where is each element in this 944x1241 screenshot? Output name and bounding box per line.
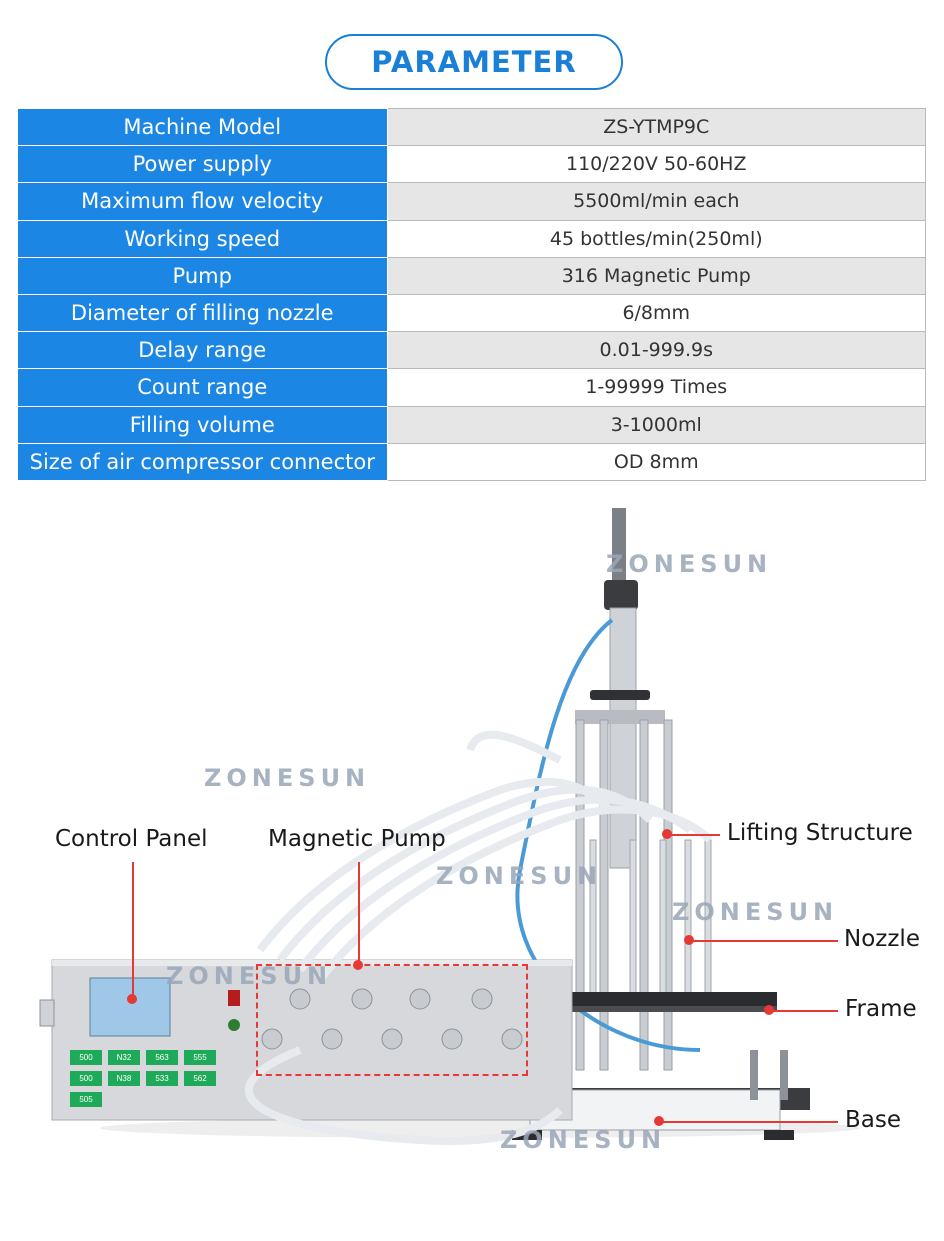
panel-display: 555 [184,1050,216,1065]
watermark: ZONESUN [436,862,603,890]
callout-base: Base [845,1107,902,1133]
param-label: Size of air compressor connector [18,442,388,481]
param-label: Count range [18,368,388,407]
callout-dot [662,829,672,839]
param-value: 5500ml/min each [386,182,926,221]
param-label: Filling volume [18,405,388,444]
callout-dot [654,1116,664,1126]
panel-display: N32 [108,1050,140,1065]
callout-lifting-structure: Lifting Structure [727,820,913,846]
param-value: 1-99999 Times [386,368,926,407]
param-label: Delay range [18,331,388,370]
panel-display: 500 [70,1071,102,1086]
watermark: ZONESUN [606,550,773,578]
pump-highlight-box [256,964,528,1076]
leader-line [132,862,134,996]
panel-display: 562 [184,1071,216,1086]
callout-control-panel: Control Panel [55,826,208,852]
panel-display: 533 [146,1071,178,1086]
callout-dot [353,960,363,970]
param-label: Working speed [18,219,388,258]
leader-line [670,834,720,836]
param-value: 110/220V 50-60HZ [386,145,926,184]
param-value: OD 8mm [386,442,926,481]
param-label: Diameter of filling nozzle [18,293,388,333]
leader-line [770,1010,838,1012]
callout-dot [684,935,694,945]
callout-dot [127,994,137,1004]
machine-photo: 500 N32 563 555 500 N38 533 562 505 ZONE… [0,490,944,1241]
callout-frame: Frame [845,996,917,1022]
leader-line [690,940,838,942]
param-label: Power supply [18,145,388,184]
param-value: 0.01-999.9s [386,331,926,370]
callout-magnetic-pump: Magnetic Pump [268,826,446,852]
param-value: ZS-YTMP9C [386,107,926,147]
page-title: PARAMETER [325,34,623,90]
panel-display: 505 [70,1092,102,1107]
param-label: Pump [18,256,388,295]
filling-machine-illustration [39,508,860,1145]
param-value: 3-1000ml [386,405,926,444]
panel-display: N38 [108,1071,140,1086]
watermark: ZONESUN [166,962,333,990]
watermark: ZONESUN [500,1126,667,1154]
panel-displays: 500 N32 563 555 500 N38 533 562 505 [70,1050,230,1107]
callout-dot [764,1005,774,1015]
panel-display: 500 [70,1050,102,1065]
param-value: 6/8mm [386,293,926,333]
param-value: 316 Magnetic Pump [386,256,926,295]
param-label: Maximum flow velocity [18,182,388,221]
watermark: ZONESUN [204,764,371,792]
panel-display: 563 [146,1050,178,1065]
watermark: ZONESUN [672,898,839,926]
leader-line [660,1121,838,1123]
param-value: 45 bottles/min(250ml) [386,219,926,258]
callout-nozzle: Nozzle [844,926,920,952]
param-label: Machine Model [18,107,388,147]
leader-line [358,862,360,962]
